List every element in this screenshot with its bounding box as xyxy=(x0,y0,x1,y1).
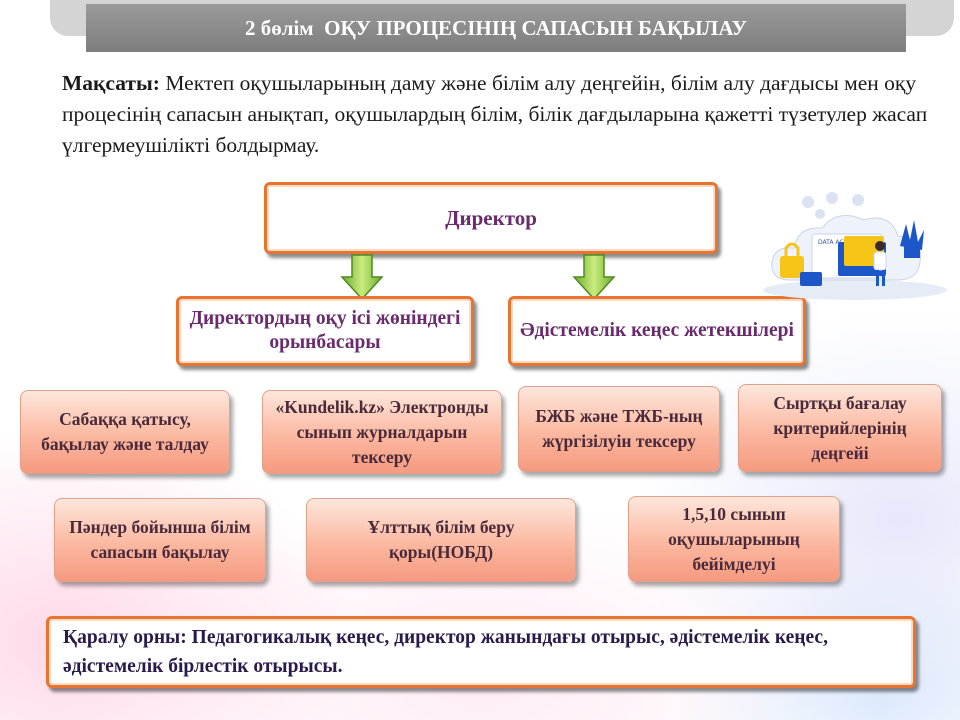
director-box: Директор xyxy=(264,182,718,254)
method-council-box: Әдістемелік кеңес жетекшілері xyxy=(508,296,806,366)
slide-title: 2 бөлім ОҚУ ПРОЦЕСІНІҢ САПАСЫН БАҚЫЛАУ xyxy=(86,4,906,52)
data-access-illustration-icon: DATA ACCESS xyxy=(763,192,947,300)
goal-text: Мектеп оқушыларының даму және білім алу … xyxy=(62,71,928,157)
task-bzhb-tzhb-check: БЖБ және ТЖБ-ның жүргізілуін тексеру xyxy=(518,386,720,472)
arrow-to-deputy-icon xyxy=(340,254,384,301)
goal-paragraph: Мақсаты: Мектеп оқушыларының даму және б… xyxy=(62,68,932,161)
task-lesson-observation: Сабаққа қатысу, бақылау және талдау xyxy=(20,390,230,474)
arrow-to-method-icon xyxy=(572,254,616,301)
task-adaptation: 1,5,10 сынып оқушыларының бейімделуі xyxy=(628,496,840,582)
illustration-caption: DATA ACCESS xyxy=(818,239,859,246)
deputy-director-box: Директордың оқу ісі жөніндегі орынбасары xyxy=(176,296,474,366)
goal-label: Мақсаты: xyxy=(62,71,160,95)
task-nobd: Ұлттық білім беру қоры(НОБД) xyxy=(306,498,576,582)
task-kundelik-journals: «Kundelik.kz» Электронды сынып журналдар… xyxy=(262,390,502,474)
review-place-box: Қаралу орны: Педагогикалық кеңес, директ… xyxy=(46,616,916,688)
task-subject-quality: Пәндер бойынша білім сапасын бақылау xyxy=(54,498,266,582)
task-external-assessment: Сыртқы бағалау критерийлерінің деңгейі xyxy=(738,384,942,472)
